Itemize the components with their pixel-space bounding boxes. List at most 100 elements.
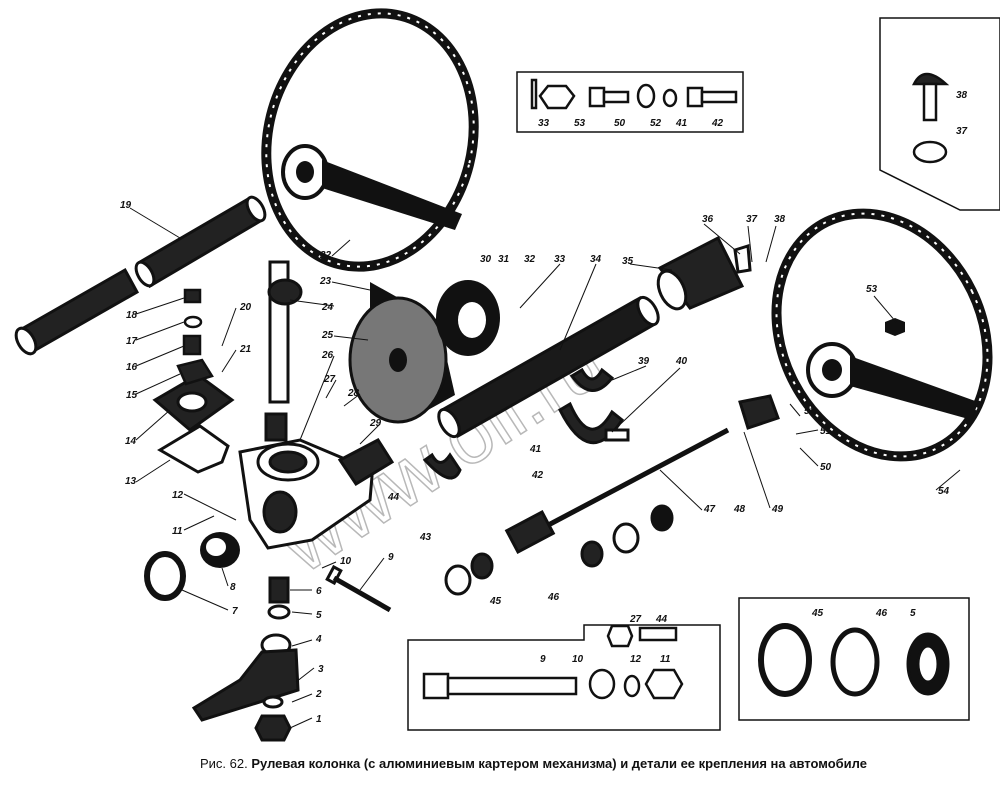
- dust-plate-23: [348, 282, 455, 424]
- label-26: 26: [321, 350, 334, 361]
- inset-label-46: 46: [875, 608, 888, 619]
- label-38: 38: [774, 214, 786, 225]
- label-53: 53: [866, 284, 878, 295]
- clamp-40: [558, 401, 630, 445]
- label-46: 46: [547, 592, 560, 603]
- label-44: 44: [387, 492, 400, 503]
- cover-14: [152, 373, 235, 432]
- leader-lines: [129, 207, 961, 729]
- inset-label-50: 50: [614, 118, 626, 129]
- joint-48: [738, 394, 780, 430]
- figure-caption: Рис. 62. Рулевая колонка (с алюминиевым …: [200, 755, 960, 772]
- inset-label-53: 53: [574, 118, 586, 129]
- inset-label-10: 10: [572, 654, 584, 665]
- label-30: 30: [480, 254, 492, 265]
- inset-label-11: 11: [660, 654, 671, 665]
- inset-shaft-hardware-parts: [422, 624, 684, 700]
- inset-shaft-hardware-frame: [407, 624, 721, 731]
- label-3: 3: [318, 664, 324, 675]
- label-54: 54: [938, 486, 950, 497]
- label-48: 48: [733, 504, 746, 515]
- bolt-9: [325, 564, 392, 613]
- label-1: 1: [316, 714, 322, 725]
- label-18: 18: [126, 310, 138, 321]
- steering-wheel-left: [261, 8, 479, 272]
- label-40: 40: [675, 356, 688, 367]
- label-9: 9: [388, 552, 394, 563]
- inset-label-12: 12: [630, 654, 642, 665]
- label-47: 47: [703, 504, 716, 515]
- label-12: 12: [172, 490, 184, 501]
- inset-label-41: 41: [675, 118, 688, 129]
- inset-bolt-parts: [911, 72, 950, 164]
- label-10: 10: [340, 556, 352, 567]
- label-52: 52: [804, 406, 816, 417]
- label-51: 51: [820, 426, 832, 437]
- label-36: 36: [702, 214, 714, 225]
- figure-label: Рис. 62.: [200, 756, 248, 771]
- label-11: 11: [172, 526, 183, 537]
- label-2: 2: [315, 689, 322, 700]
- label-28: 28: [347, 388, 360, 399]
- inset-fasteners-frame: [516, 71, 744, 133]
- column-tube-34: [437, 295, 660, 439]
- label-39: 39: [638, 356, 650, 367]
- inset-label-38: 38: [956, 90, 968, 101]
- column-cone-35: [656, 235, 752, 311]
- steering-wheel-right: [771, 208, 993, 462]
- inset-label-9: 9: [540, 654, 546, 665]
- label-37: 37: [746, 214, 758, 225]
- label-35: 35: [622, 256, 634, 267]
- shaft-47: [504, 427, 730, 555]
- label-7: 7: [232, 606, 238, 617]
- inset-bearings-parts: [758, 623, 950, 697]
- label-15: 15: [126, 390, 138, 401]
- label-34: 34: [590, 254, 602, 265]
- bushing-6-upper: [264, 412, 288, 442]
- label-17: 17: [126, 336, 138, 347]
- label-43: 43: [419, 532, 432, 543]
- clamp-39: [569, 367, 615, 392]
- worm-shaft-24: [267, 260, 303, 404]
- clamp-43: [422, 452, 462, 480]
- inset-label-42: 42: [711, 118, 724, 129]
- nut-8: [200, 532, 240, 568]
- label-31: 31: [498, 254, 510, 265]
- inset-bearings-frame: [738, 597, 970, 721]
- label-4: 4: [315, 634, 322, 645]
- ring-30: [436, 280, 500, 356]
- ring-7: [144, 551, 186, 601]
- label-22: 22: [319, 250, 332, 261]
- label-5: 5: [316, 610, 322, 621]
- label-42: 42: [531, 470, 544, 481]
- label-13: 13: [125, 476, 137, 487]
- label-23: 23: [319, 276, 332, 287]
- label-33: 33: [554, 254, 566, 265]
- label-19: 19: [120, 200, 132, 211]
- label-41: 41: [529, 444, 542, 455]
- label-27: 27: [323, 374, 336, 385]
- label-29: 29: [369, 418, 382, 429]
- part-labels: 1 2 3 4 5 6 7 8 9 10 11 12 13 14 15 16 1…: [120, 90, 968, 725]
- label-8: 8: [230, 582, 236, 593]
- label-6: 6: [316, 586, 322, 597]
- label-21: 21: [239, 344, 252, 355]
- label-49: 49: [771, 504, 784, 515]
- adjuster-stack: [176, 288, 214, 386]
- inset-label-37: 37: [956, 126, 968, 137]
- inset-label-52: 52: [650, 118, 662, 129]
- label-25: 25: [321, 330, 334, 341]
- pitman-arm: [191, 633, 300, 742]
- label-16: 16: [126, 362, 138, 373]
- inset-label-45: 45: [811, 608, 824, 619]
- inset-fasteners-parts: [530, 78, 738, 110]
- label-50: 50: [820, 462, 832, 473]
- label-45: 45: [489, 596, 502, 607]
- gasket-13: [157, 424, 230, 474]
- inset-label-27: 27: [629, 614, 642, 625]
- label-14: 14: [125, 436, 137, 447]
- figure-title: Рулевая колонка (с алюминиевым картером …: [251, 756, 867, 771]
- gear-housing-26: [238, 438, 395, 550]
- bearing-set-main: [444, 504, 674, 596]
